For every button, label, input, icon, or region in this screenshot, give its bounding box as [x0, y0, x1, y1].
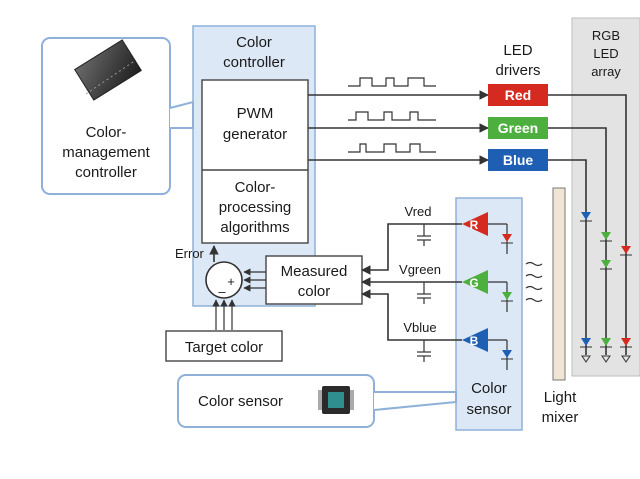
sum-minus: –: [218, 284, 226, 299]
sensor-amp-green: [462, 270, 488, 294]
sensor-amp-blue-letter: B: [470, 334, 479, 348]
pwm-generator-label-1: PWM: [237, 105, 274, 122]
sum-plus: +: [227, 274, 235, 289]
color-sensor-callout-label: Color sensor: [198, 393, 283, 410]
pwm-generator-label-2: generator: [223, 126, 287, 143]
vred-label: Vred: [405, 204, 432, 219]
rgb-led-array-label-3: array: [591, 64, 621, 79]
driver-green-box: [488, 117, 548, 139]
color-processing-label-2: processing: [219, 199, 292, 216]
pwm-waveform-red: [348, 77, 436, 87]
light-mixer-label-2: mixer: [542, 409, 579, 426]
measured-color-label-1: Measured: [281, 263, 348, 280]
driver-green-label: Green: [498, 120, 538, 136]
color-management-label-2: management: [62, 144, 150, 161]
color-sensor-panel: [455, 197, 523, 431]
color-management-label-3: controller: [75, 164, 137, 181]
driver-green-output: [548, 127, 607, 355]
sensor-amp-red: [462, 212, 488, 236]
pwm-generator-box: [201, 79, 309, 244]
color-sensor-block-label-1: Color: [471, 380, 507, 397]
led-drivers-label-2: drivers: [495, 62, 540, 79]
rgb-led-array-label-2: LED: [593, 46, 618, 61]
light-rays: [525, 261, 543, 303]
sensor-chip-icon: [318, 386, 354, 414]
color-processing-label-3: algorithms: [220, 219, 289, 236]
vblue-label: Vblue: [403, 320, 436, 335]
led-drivers-label-1: LED: [503, 42, 532, 59]
measured-color-label-2: color: [298, 283, 331, 300]
color-management-callout-pointer: [169, 100, 194, 129]
color-controller-title-2: controller: [223, 54, 285, 71]
rgb-led-array-label-1: RGB: [592, 28, 620, 43]
sensor-amp-red-letter: R: [470, 218, 479, 232]
driver-blue-box: [488, 149, 548, 171]
target-color-box: [165, 330, 283, 362]
pwm-waveform-blue: [348, 143, 436, 153]
color-controller-title-1: Color: [236, 34, 272, 51]
driver-blue-label: Blue: [503, 152, 534, 168]
driver-red-label: Red: [505, 87, 531, 103]
color-processing-label-1: Color-: [235, 179, 276, 196]
driver-red-output: [548, 94, 627, 355]
light-mixer-label-1: Light: [544, 389, 577, 406]
led-array-diodes: [580, 212, 632, 363]
light-mixer-bar: [552, 187, 566, 381]
color-sensor-callout-pointer: [373, 391, 457, 411]
sensor-signal-lines: [361, 223, 462, 362]
color-management-label-1: Color-: [86, 124, 127, 141]
driver-red-box: [488, 84, 548, 106]
controller-chip-icon: [74, 39, 142, 101]
vgreen-label: Vgreen: [399, 262, 441, 277]
error-label: Error: [175, 246, 205, 261]
sensor-amp-green-letter: G: [469, 276, 478, 290]
summing-junction: [205, 261, 243, 299]
sensor-photodiodes: [488, 223, 513, 370]
measured-color-box: [265, 255, 363, 305]
pwm-waveform-green: [348, 111, 436, 121]
driver-blue-output: [548, 159, 587, 355]
target-color-label: Target color: [185, 339, 263, 356]
color-sensor-block-label-2: sensor: [466, 401, 511, 418]
sensor-amp-blue: [462, 328, 488, 352]
